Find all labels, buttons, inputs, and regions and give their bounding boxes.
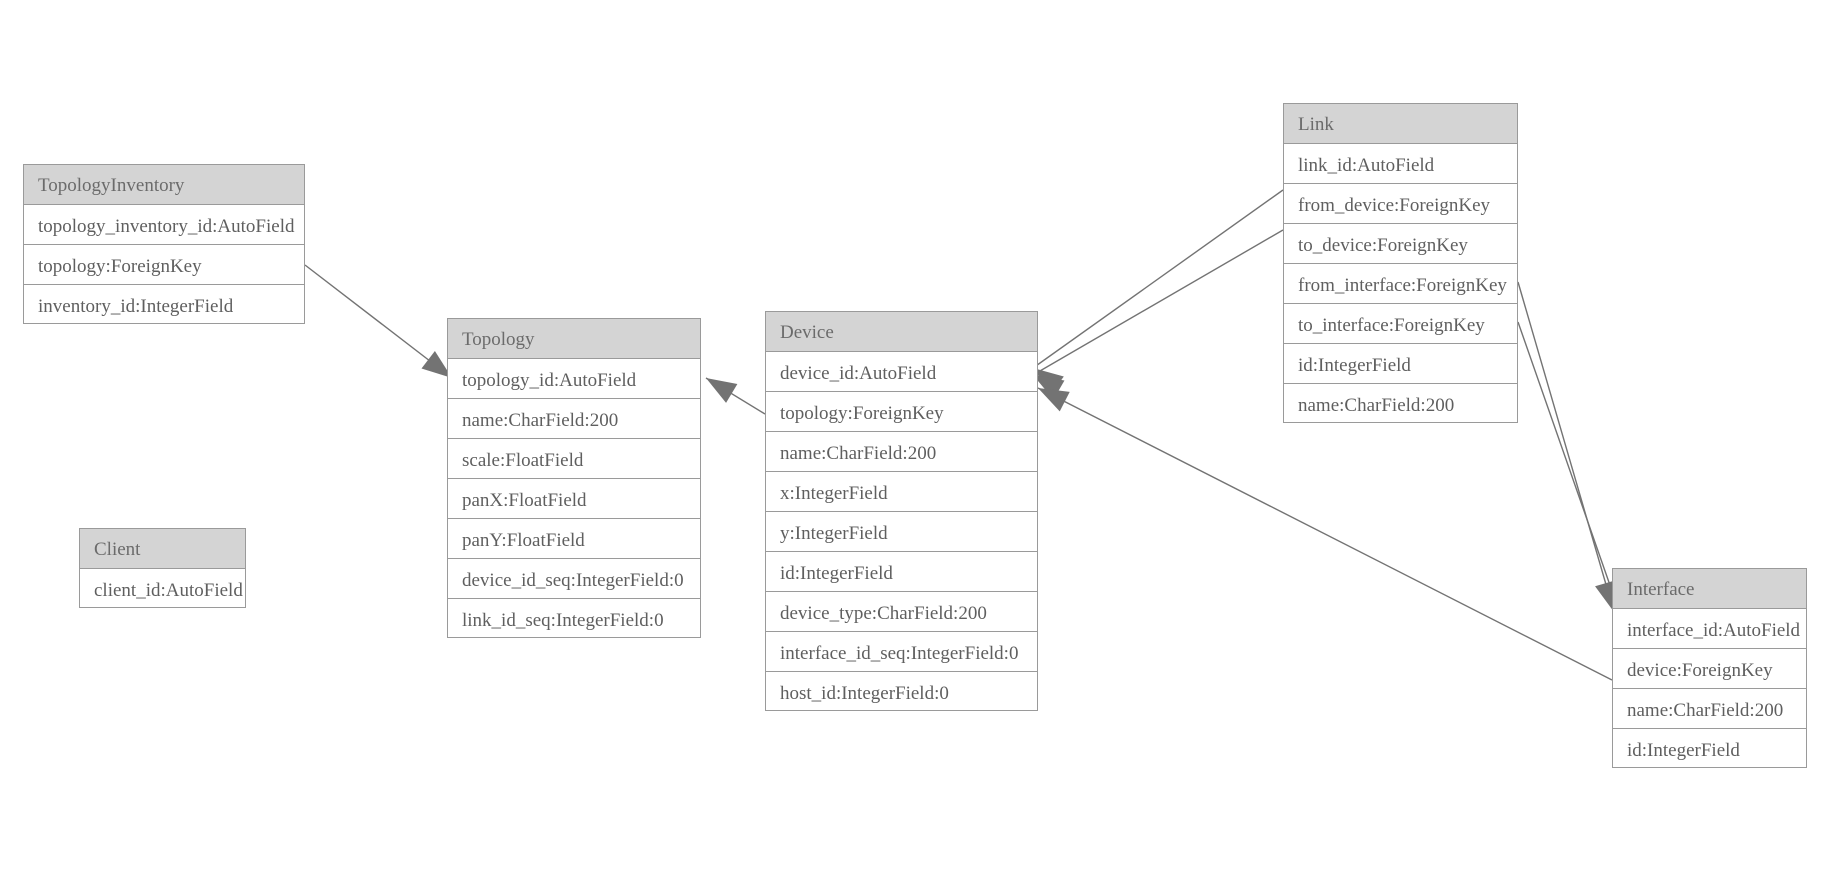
entity-title-device: Device (766, 312, 1037, 352)
relationship-line (1517, 281, 1615, 613)
entity-field[interactable]: id:IntegerField (1284, 344, 1517, 384)
entity-field[interactable]: panY:FloatField (448, 519, 700, 559)
entity-field[interactable]: device:ForeignKey (1613, 649, 1806, 689)
entity-field[interactable]: topology_inventory_id:AutoField (24, 205, 304, 245)
entity-field[interactable]: client_id:AutoField (94, 580, 243, 601)
entity-field[interactable]: from_device:ForeignKey (1284, 184, 1517, 224)
entity-title-topology_inventory: TopologyInventory (24, 165, 304, 205)
entity-field[interactable]: link_id:AutoField (1284, 144, 1517, 184)
entity-field[interactable]: name:CharField:200 (766, 432, 1037, 472)
entity-field[interactable]: device_type:CharField:200 (766, 592, 1037, 632)
entity-field[interactable]: topology:ForeignKey (24, 245, 304, 285)
entity-field[interactable]: device_id_seq:IntegerField:0 (448, 559, 700, 599)
entity-field[interactable]: topology_id:AutoField (448, 359, 700, 399)
entity-field[interactable]: device_id:AutoField (766, 352, 1037, 392)
relationship-line (304, 264, 453, 379)
entity-field[interactable]: y:IntegerField (766, 512, 1037, 552)
entity-title-link: Link (1284, 104, 1517, 144)
relationship-arrowhead (706, 378, 738, 403)
entity-field[interactable]: topology:ForeignKey (766, 392, 1037, 432)
entity-box-client[interactable]: Client client_id:AutoField (79, 528, 246, 608)
entity-field[interactable]: inventory_id:IntegerField (38, 296, 234, 317)
entity-title-client: Client (80, 529, 245, 569)
entity-title-topology: Topology (448, 319, 700, 359)
relationship-line (1037, 387, 1613, 681)
entity-field[interactable]: from_interface:ForeignKey (1284, 264, 1517, 304)
entity-field[interactable]: panX:FloatField (448, 479, 700, 519)
entity-field[interactable]: x:IntegerField (766, 472, 1037, 512)
entity-field[interactable]: id:IntegerField (1627, 740, 1740, 761)
entity-field[interactable]: interface_id_seq:IntegerField:0 (766, 632, 1037, 672)
entity-field[interactable]: id:IntegerField (766, 552, 1037, 592)
entity-field[interactable]: scale:FloatField (448, 439, 700, 479)
relationship-line (1032, 189, 1284, 369)
entity-field[interactable]: to_interface:ForeignKey (1284, 304, 1517, 344)
entity-field[interactable]: to_device:ForeignKey (1284, 224, 1517, 264)
entity-field[interactable]: name:CharField:200 (1298, 395, 1455, 416)
entity-field[interactable]: name:CharField:200 (1613, 689, 1806, 729)
relationship-arrowhead (1038, 388, 1070, 412)
entity-field-list-client: client_id:AutoField (80, 569, 245, 609)
entity-field[interactable]: name:CharField:200 (448, 399, 700, 439)
entity-field[interactable]: host_id:IntegerField:0 (780, 683, 949, 704)
entity-field[interactable]: interface_id:AutoField (1613, 609, 1806, 649)
relationship-line (1517, 321, 1620, 612)
entity-title-interface: Interface (1613, 569, 1806, 609)
relationship-line (1032, 229, 1284, 376)
relationship-line (705, 377, 766, 415)
entity-field[interactable]: link_id_seq:IntegerField:0 (462, 610, 664, 631)
